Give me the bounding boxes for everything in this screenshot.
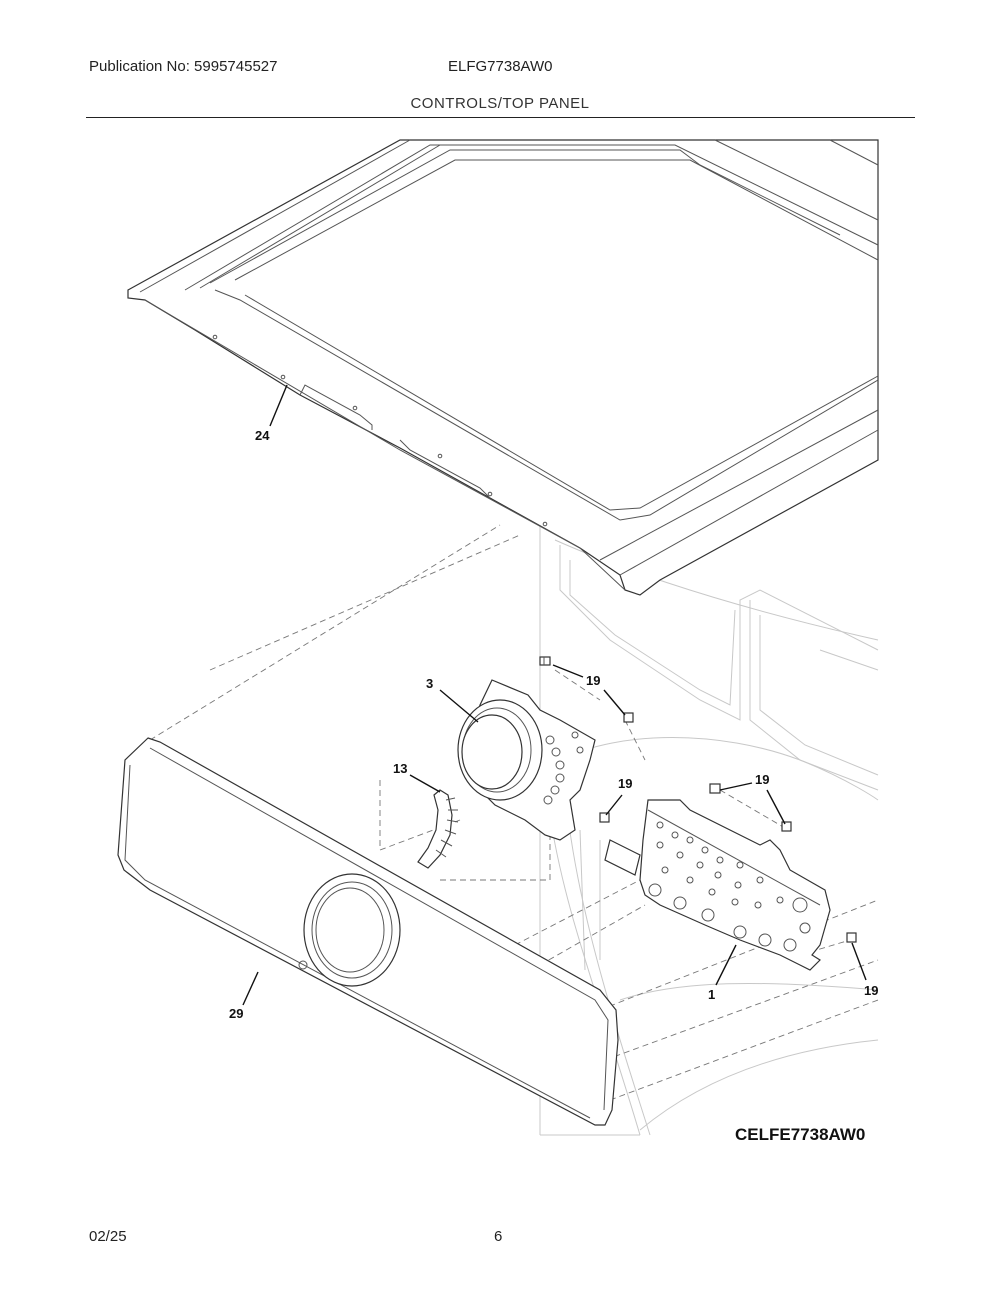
screw-b (623, 712, 634, 723)
callout-13: 13 (393, 761, 407, 776)
top-panel (127, 139, 879, 596)
assembly-lines (149, 524, 879, 1101)
drawing-code: CELFE7738AW0 (735, 1125, 865, 1144)
publication-number: Publication No: 5995745527 (89, 58, 278, 75)
callout-1: 1 (708, 987, 715, 1002)
model-number: ELFG7738AW0 (448, 58, 553, 75)
callout-29: 29 (229, 1006, 243, 1021)
screw-d (709, 783, 721, 794)
header-rule (86, 117, 915, 118)
footer-date: 02/25 (89, 1228, 127, 1245)
screw-a (539, 656, 551, 666)
callout-leaders (242, 384, 867, 1006)
callout-19-a: 19 (586, 673, 600, 688)
screw-c (599, 812, 610, 823)
page-number: 6 (494, 1228, 503, 1245)
callout-24: 24 (255, 428, 270, 443)
knob-housing (457, 679, 596, 841)
callout-19-d: 19 (864, 983, 878, 998)
led-lens (417, 789, 459, 869)
callout-19-b: 19 (618, 776, 632, 791)
screws (539, 656, 857, 943)
screw-e (781, 821, 792, 832)
console-panel (117, 737, 619, 1126)
callout-19-c: 19 (755, 772, 769, 787)
section-title: CONTROLS/TOP PANEL (410, 95, 590, 112)
callout-3: 3 (426, 676, 433, 691)
control-board (604, 799, 831, 971)
screw-f (846, 932, 857, 943)
